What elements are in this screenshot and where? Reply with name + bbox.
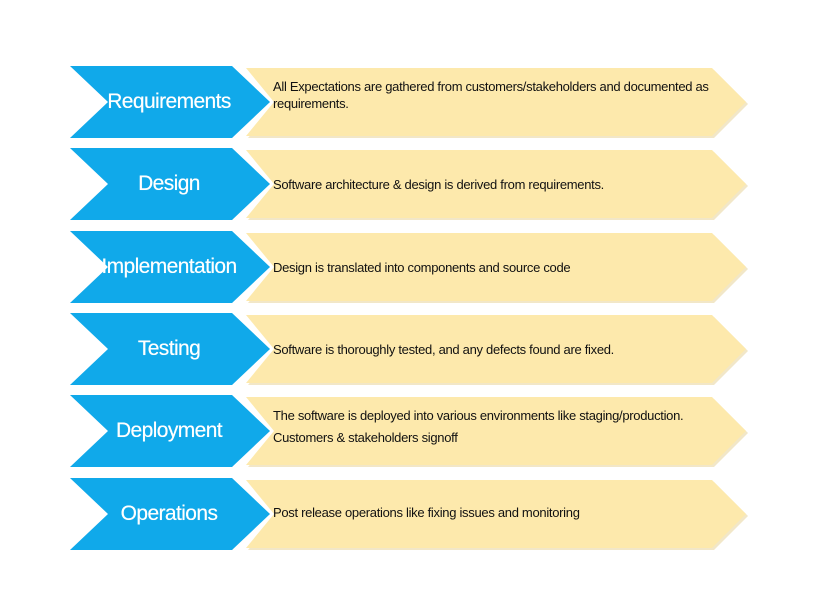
- phase-label: Deployment: [115, 419, 223, 442]
- description-arrow: [246, 315, 746, 383]
- phase-description-text: All Expectations are gathered from custo…: [273, 79, 709, 111]
- phase-description: Post release operations like fixing issu…: [273, 480, 718, 548]
- phase-row-requirements: Requirements All Expectations are gather…: [70, 66, 750, 138]
- phase-description-text: Post release operations like fixing issu…: [273, 505, 580, 520]
- phase-description: Design is translated into components and…: [273, 233, 718, 301]
- phase-description-text: Software is thoroughly tested, and any d…: [273, 341, 614, 357]
- phase-description: The software is deployed into various en…: [273, 397, 718, 465]
- description-arrow: [246, 150, 746, 218]
- phase-description-text: Design is translated into components and…: [273, 259, 571, 275]
- phase-description-text: Software architecture & design is derive…: [273, 176, 604, 192]
- description-arrow: [246, 397, 746, 465]
- description-arrow: [246, 480, 746, 548]
- description-arrow: [246, 233, 746, 301]
- phase-label: Operations: [120, 502, 218, 525]
- phase-description: All Expectations are gathered from custo…: [273, 68, 718, 136]
- phase-description: Software architecture & design is derive…: [273, 150, 718, 218]
- phase-description-text: The software is deployed into various en…: [273, 408, 684, 423]
- phase-row-implementation: Implementation Design is translated into…: [70, 231, 750, 303]
- phase-row-deployment: Deployment The software is deployed into…: [70, 395, 750, 467]
- phase-row-testing: Testing Software is thoroughly tested, a…: [70, 313, 750, 385]
- phase-description-line2: Customers & stakeholders signoff: [273, 430, 458, 445]
- description-arrow: [246, 68, 746, 136]
- phase-label: Implementation: [101, 255, 237, 278]
- phase-row-design: Design Software architecture & design is…: [70, 148, 750, 220]
- phase-label: Testing: [137, 337, 201, 360]
- phase-label: Design: [138, 172, 200, 195]
- phase-label: Requirements: [107, 90, 231, 113]
- phase-row-operations: Operations Post release operations like …: [70, 478, 750, 550]
- phase-description: Software is thoroughly tested, and any d…: [273, 315, 718, 383]
